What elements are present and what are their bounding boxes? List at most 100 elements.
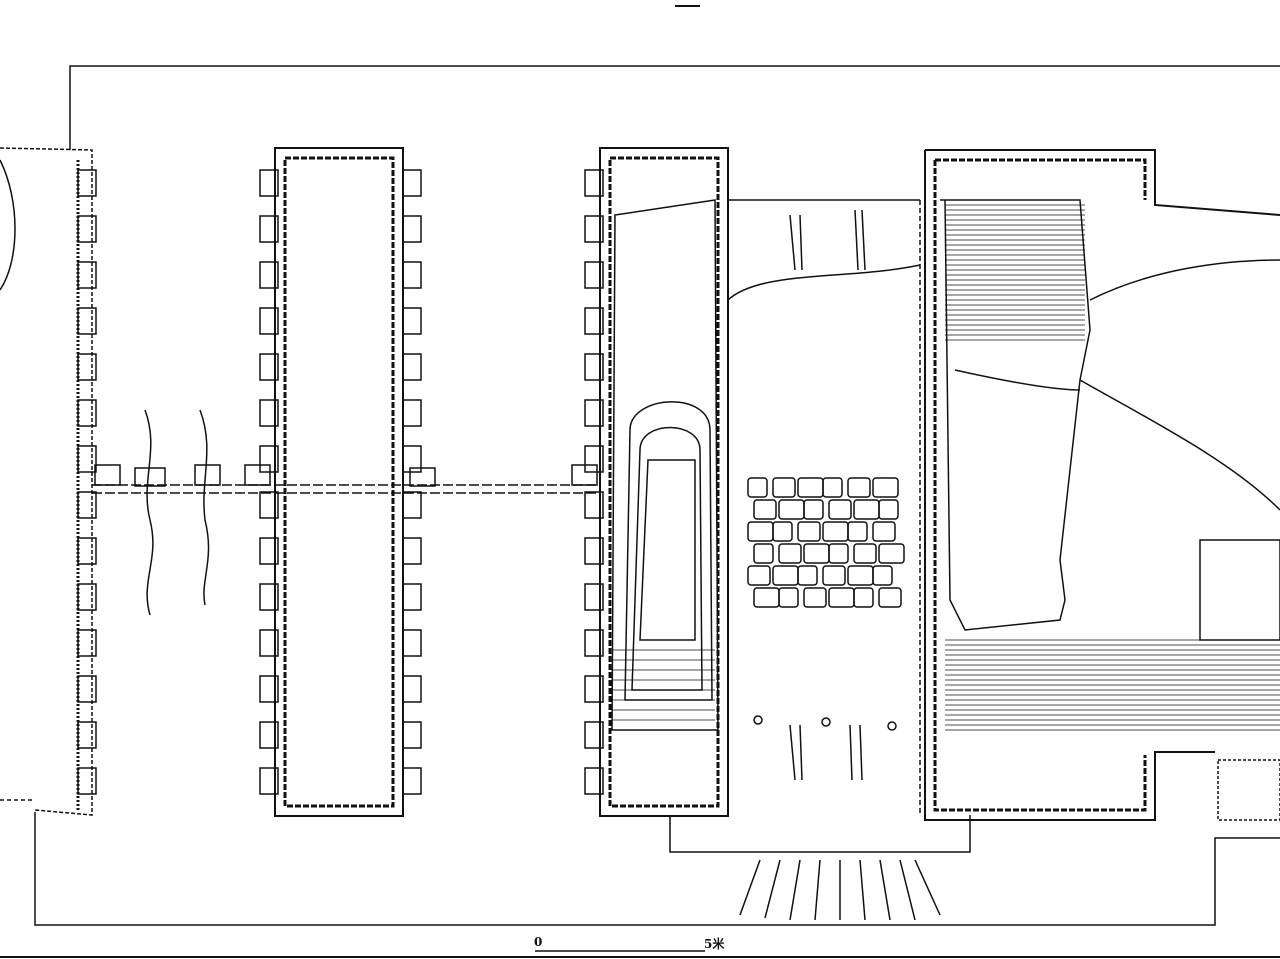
paving-stone	[803, 587, 827, 608]
wall-buttress	[77, 767, 97, 795]
paving-stone	[828, 543, 849, 564]
wall-buttress	[259, 353, 279, 381]
wall-buttress	[402, 491, 422, 519]
wall-buttress	[402, 261, 422, 289]
paving-stone	[847, 477, 871, 498]
wall-buttress	[77, 583, 97, 611]
wall-buttress	[259, 399, 279, 427]
paving-stone	[828, 587, 855, 608]
wall-buttress	[259, 675, 279, 703]
paving-stone	[847, 521, 868, 542]
wall-buttress	[584, 537, 604, 565]
wall-buttress	[584, 767, 604, 795]
paving-stone	[822, 477, 843, 498]
wall-buttress	[77, 399, 97, 427]
wall-buttress	[77, 261, 97, 289]
corridor	[669, 199, 971, 921]
wall-buttress	[77, 629, 97, 657]
wall-buttress	[259, 261, 279, 289]
cross-passage	[92, 409, 600, 616]
paving-stone	[853, 499, 880, 520]
hatched-floor	[612, 649, 715, 721]
paving-stone	[772, 521, 793, 542]
scale-bar	[0, 950, 1280, 958]
paving-stone	[822, 521, 849, 542]
wall-buttress	[402, 537, 422, 565]
wall-buttress	[584, 721, 604, 749]
paving-stone	[797, 521, 821, 542]
wall-buttress	[402, 169, 422, 197]
wall-buttress	[402, 215, 422, 243]
wall-buttress	[259, 491, 279, 519]
wall-buttress	[584, 629, 604, 657]
chamber-3	[599, 147, 729, 817]
wall-buttress	[584, 445, 604, 473]
scale-start-label: 0	[534, 935, 543, 949]
wall-buttress	[584, 307, 604, 335]
paving-stone	[803, 543, 830, 564]
paving-stone	[872, 477, 899, 498]
wall-buttress	[584, 491, 604, 519]
wall-buttress	[77, 445, 97, 473]
paving-stone	[853, 543, 877, 564]
wall-buttress	[584, 583, 604, 611]
paving-stone	[747, 477, 768, 498]
wall-buttress	[584, 215, 604, 243]
wall-buttress	[259, 583, 279, 611]
chamber-2	[274, 147, 404, 817]
paving-stone	[778, 587, 799, 608]
wall-buttress	[77, 169, 97, 197]
paving-stone	[778, 499, 805, 520]
paving-stone	[847, 565, 874, 586]
wall-buttress	[259, 215, 279, 243]
paving-stone	[872, 521, 896, 542]
wall-buttress	[259, 307, 279, 335]
wall-buttress	[259, 445, 279, 473]
wall-buttress	[77, 675, 97, 703]
wall-buttress	[402, 399, 422, 427]
outer-enclosure	[34, 65, 1280, 926]
paving-stone	[747, 521, 774, 542]
wall-buttress	[77, 721, 97, 749]
wall-buttress	[402, 583, 422, 611]
paving-stone	[828, 499, 852, 520]
wall-buttress	[402, 445, 422, 473]
chamber-1	[0, 147, 93, 816]
wall-buttress	[259, 537, 279, 565]
wall-buttress	[77, 353, 97, 381]
paving-stone	[797, 477, 824, 498]
paving-stone	[853, 587, 874, 608]
wall-buttress	[402, 767, 422, 795]
wall-buttress	[584, 261, 604, 289]
wall-buttress	[259, 767, 279, 795]
wall-buttress	[259, 169, 279, 197]
paving-stone	[778, 543, 802, 564]
wall-buttress	[259, 629, 279, 657]
paving-stone	[878, 543, 905, 564]
wall-buttress	[584, 169, 604, 197]
wall-buttress	[402, 721, 422, 749]
scale-end-label: 5米	[704, 937, 725, 951]
paving-stone	[753, 543, 774, 564]
paving-stone	[822, 565, 846, 586]
wall-buttress	[77, 491, 97, 519]
wall-buttress	[77, 307, 97, 335]
wall-buttress	[77, 215, 97, 243]
hatched-fill	[945, 204, 1280, 731]
paving-stone	[797, 565, 818, 586]
wall-buttress	[584, 675, 604, 703]
wall-buttress	[402, 353, 422, 381]
wall-buttress	[584, 353, 604, 381]
wall-buttress	[402, 629, 422, 657]
stone-pavement	[747, 477, 905, 608]
wall-buttress	[402, 307, 422, 335]
paving-stone	[872, 565, 893, 586]
wall-buttress	[77, 537, 97, 565]
paving-stone	[753, 587, 780, 608]
paving-stone	[772, 477, 796, 498]
paving-stone	[753, 499, 777, 520]
wall-buttress	[584, 399, 604, 427]
paving-stone	[772, 565, 799, 586]
paving-stone	[878, 587, 902, 608]
wall-buttress	[402, 675, 422, 703]
